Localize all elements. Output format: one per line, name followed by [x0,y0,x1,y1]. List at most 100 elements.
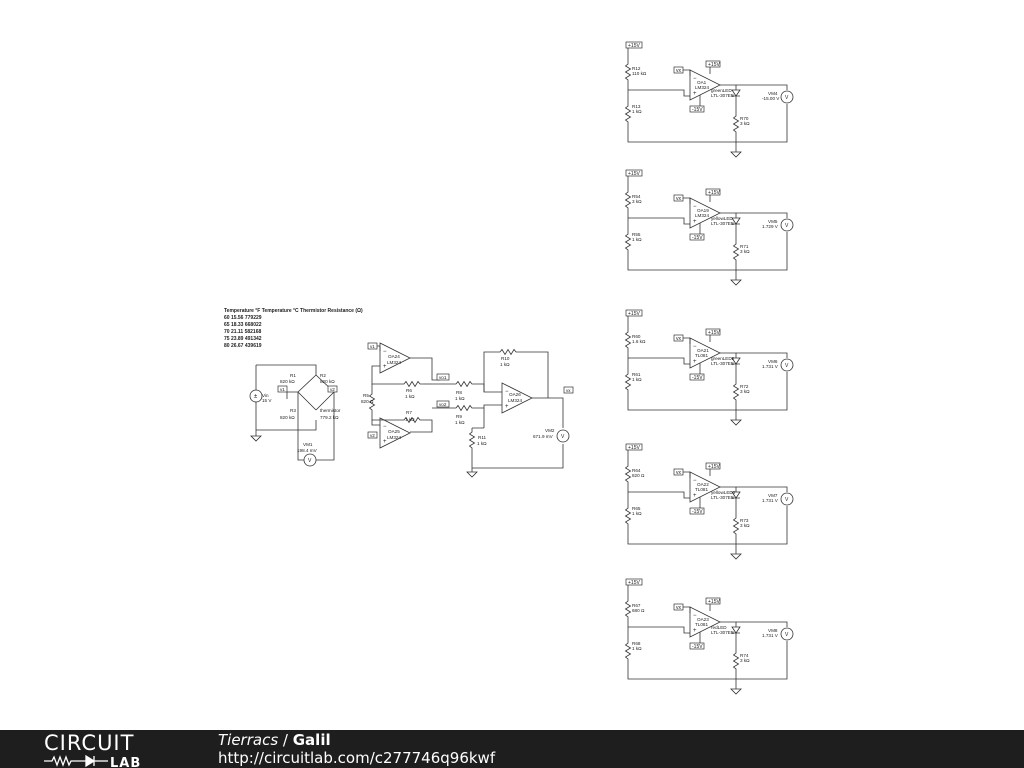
author-name[interactable]: Tierracs [218,731,279,749]
supply-label: -15V [692,509,703,515]
label-r11-value: 1 kΩ [477,441,487,446]
label-rtop-value: 820 Ω [632,473,645,478]
node-vx-label: vx [676,196,682,202]
supply-tag [689,642,705,650]
label-rtop-value: 680 Ω [632,608,645,613]
label-rtop: R64 [632,468,641,473]
ground-icon [730,147,742,158]
label-thermistor: thermistor [320,408,341,413]
supply-tag [705,188,721,196]
label-rbot-value: 1 kΩ [632,511,642,516]
label-opamp-part: TL081 [695,353,708,358]
resistor-top [625,461,631,487]
label-r10: R10 [501,356,510,361]
table-row: 80 26.67 439619 [224,343,262,349]
label-opamp: OA21 [697,348,709,353]
bridge-circuit: ± Vin 15 V R1 820 kΩ R2 820 kΩ R3 820 kΩ… [249,364,341,467]
project-url[interactable]: http://circuitlab.com/c277746q96kwf [218,749,496,767]
resistor-bottom [625,229,631,255]
label-vm-value: 1.729 V [762,224,779,229]
svg-text:CIRCUIT: CIRCUIT [44,732,134,755]
label-opamp-part: LM324 [695,85,709,90]
node-vx-label: vx [676,68,682,74]
label-rbot: R65 [632,506,641,511]
label-rled-value: 3 kΩ [740,389,750,394]
label-r3: R3 [290,408,296,413]
label-led: redLED [711,625,727,630]
node-vx-label: vx [676,470,682,476]
label-rtop: R12 [632,66,641,71]
node-v2-in: v2 [370,433,375,438]
label-rtop-value: 3 kΩ [632,199,642,204]
voltmeter [780,218,794,232]
label-vm2: VM2 [545,428,555,433]
label-r9: R9 [456,414,462,419]
label-led: greenLED2 [711,356,735,361]
footer-bar [0,730,1024,768]
label-rtop: R54 [632,194,641,199]
resistor-bottom [625,503,631,529]
label-thermistor-value: 779.2 kΩ [320,415,339,420]
resistor-bottom [625,638,631,664]
label-oa25-part: LM324 [387,435,401,440]
table-row: 75 23.89 491342 [224,336,262,342]
label-r8-value: 1 kΩ [455,396,465,401]
supply-tag [625,443,643,451]
instrumentation-amp: v1 OA24 LM324 R5 820 Ω R6 1 kΩ R7 1 kΩ O… [361,342,574,478]
label-opamp: OA22 [697,482,709,487]
supply-tag [705,462,721,470]
schematic-canvas: −+ V Temperature °F Temperature °C Therm… [224,41,794,695]
label-vm-value: 1.731 V [762,498,779,503]
supply-tag [625,578,643,586]
supply-label: +15V [628,445,640,451]
label-vin-value: 15 V [262,398,272,403]
node-vo2: vo2 [439,402,447,407]
label-opamp: OA19 [697,208,709,213]
ground-icon [730,684,742,695]
label-rled-value: 3 kΩ [740,249,750,254]
label-rbot-value: 1 kΩ [632,377,642,382]
label-opamp-part: LM324 [695,213,709,218]
voltmeter [780,90,794,104]
node-vx-label: vx [676,605,682,611]
label-opamp-part: TL081 [695,487,708,492]
label-led-part: LTL-307EE [711,93,734,98]
label-opamp: OA1 [697,80,707,85]
supply-tag [689,373,705,381]
label-rbot: R55 [632,232,641,237]
supply-label: +15V [628,311,640,317]
project-name[interactable]: Galil [292,731,331,749]
supply-label: +15V [708,190,720,196]
supply-tag [689,507,705,515]
label-rbot-value: 1 kΩ [632,646,642,651]
title-separator: / [278,731,293,749]
resistor-led [733,111,739,137]
voltmeter-vm1 [303,453,317,467]
supply-label: -15V [692,375,703,381]
resistor-top [625,327,631,353]
label-led: yellowLED2 [711,490,736,495]
label-r1-value: 820 kΩ [280,379,295,384]
label-vm1-value: 198.4 mV [297,448,318,453]
supply-label: +15V [628,171,640,177]
supply-tag [625,309,643,317]
label-vm: VM6 [768,359,778,364]
led-icon [731,217,741,225]
label-vm2-value: 671.9 mV [533,434,554,439]
project-title[interactable]: Tierracs / Galil [218,731,331,749]
label-vm-value: -15.00 V [762,96,780,101]
circuitlab-logo[interactable]: CIRCUIT LAB [44,732,174,768]
label-rbot-value: 1 kΩ [632,237,642,242]
label-led: yellowLED [711,216,733,221]
label-r10-value: 1 kΩ [500,362,510,367]
label-rled: R73 [740,518,749,523]
label-vm: VM4 [768,91,778,96]
resistor-led [733,513,739,539]
label-r2: R2 [320,373,326,378]
node-vx-label: vx [676,336,682,342]
supply-tag [705,60,721,68]
